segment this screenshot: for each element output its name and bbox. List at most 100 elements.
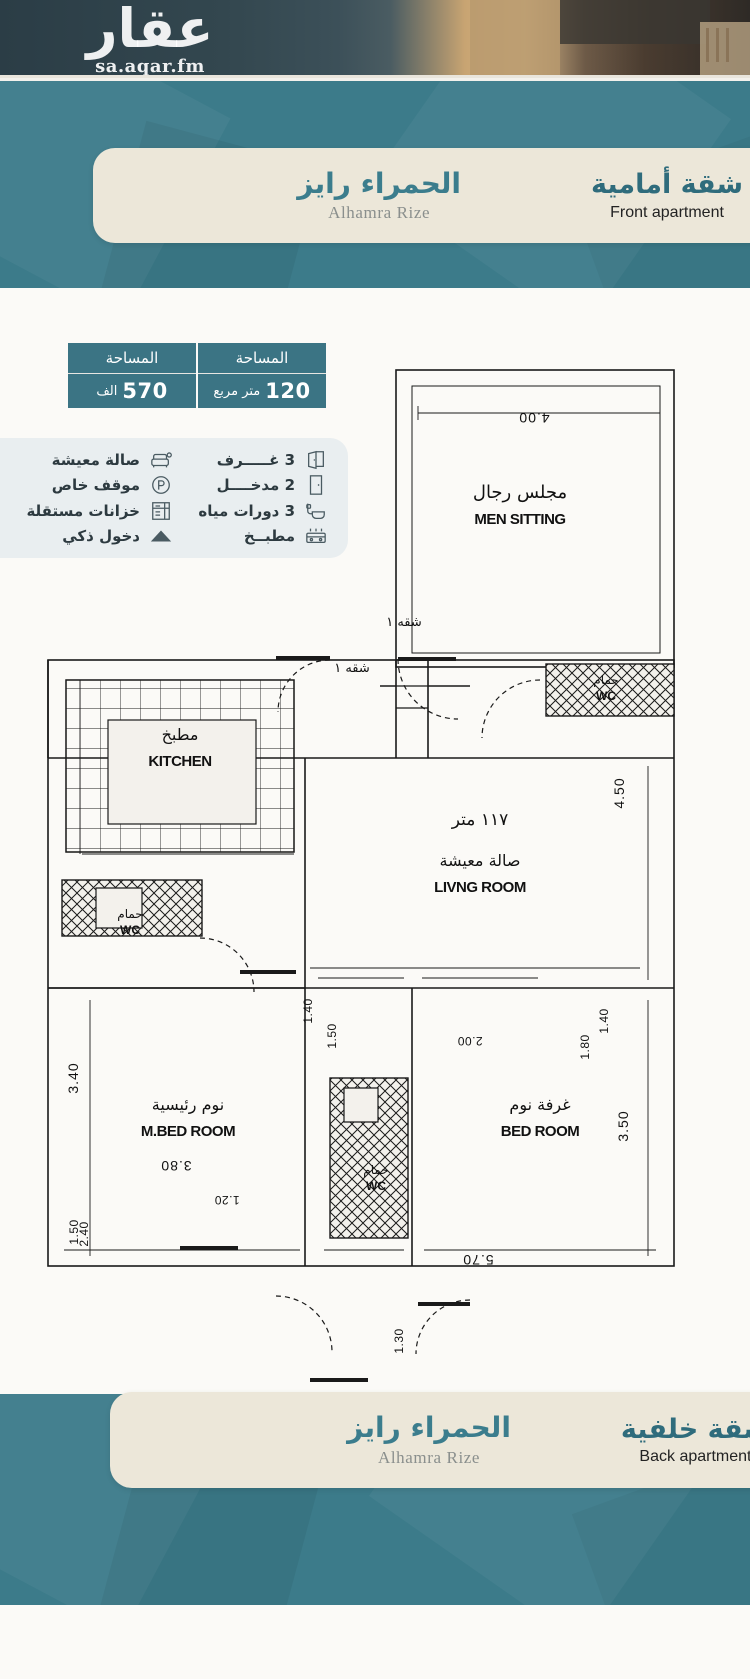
bottom-title-english: Back apartment (639, 1448, 750, 1466)
stat-price-header: المساحة (68, 343, 196, 374)
stat-area-sqm-value: 120 متر مربع (198, 374, 326, 408)
svg-text:2.00: 2.00 (457, 1034, 482, 1048)
svg-text:حمام: حمام (593, 673, 618, 687)
bottom-name-card: شقة خلفية Back apartment الحمراء رايز Al… (110, 1392, 750, 1488)
svg-text:3.50: 3.50 (615, 1110, 631, 1141)
stat-area-sqm-number: 120 (265, 379, 311, 403)
footer-spacer (0, 1605, 750, 1679)
top-name-card: شقة أمامية Front apartment الحمراء رايز … (93, 148, 750, 243)
top-brand-arabic: الحمراء رايز (297, 166, 462, 200)
feature-cabinets: خزانات مستقلة (18, 499, 173, 523)
top-title-english: Front apartment (610, 203, 724, 221)
top-brand: الحمراء رايز Alhamra Rize (297, 166, 462, 223)
svg-text:2.40: 2.40 (77, 1221, 91, 1246)
feature-entrances: 2 مدخــــل (173, 473, 328, 497)
kitchen-icon (304, 524, 328, 548)
strip-divider (0, 75, 750, 78)
top-apartment-title: شقة أمامية Front apartment (591, 169, 743, 221)
photo-blob (726, 28, 729, 62)
feature-entrances-label: 2 مدخــــل (216, 476, 295, 495)
svg-text:4.00: 4.00 (518, 410, 549, 426)
stat-price-unit: الف (96, 383, 118, 399)
bottom-apartment-title: شقة خلفية Back apartment (621, 1414, 750, 1466)
svg-text:1.50: 1.50 (67, 1219, 81, 1244)
room-icon (304, 448, 328, 472)
svg-text:BED ROOM: BED ROOM (501, 1123, 580, 1140)
svg-text:1.50: 1.50 (325, 1023, 339, 1048)
top-brand-english: Alhamra Rize (328, 203, 431, 223)
svg-text:1.80: 1.80 (578, 1034, 592, 1059)
bottom-title-arabic: شقة خلفية (620, 1413, 750, 1445)
features-row: 3 دورات مياه خزانات مستقلة (18, 499, 328, 523)
stat-price: المساحة 570 الف (68, 343, 196, 408)
svg-text:WC: WC (366, 1179, 386, 1193)
svg-text:LIVNG ROOM: LIVNG ROOM (434, 879, 526, 896)
svg-text:WC: WC (596, 689, 616, 703)
svg-text:1.20: 1.20 (214, 1193, 239, 1207)
feature-smart-entry-label: دخول ذكي (62, 526, 140, 545)
svg-text:غرفة نوم: غرفة نوم (509, 1095, 570, 1115)
svg-text:نوم رئيسية: نوم رئيسية (152, 1095, 224, 1115)
svg-text:مطبخ: مطبخ (162, 725, 199, 745)
svg-text:١١٧ متر: ١١٧ متر (451, 810, 508, 830)
stat-price-value: 570 الف (68, 374, 196, 408)
feature-parking: موقف خاص (18, 473, 173, 497)
svg-text:4.50: 4.50 (611, 777, 627, 808)
svg-text:حمام: حمام (363, 1163, 388, 1177)
sofa-icon (149, 448, 173, 472)
features-panel: 3 غـــــرف صالة معيشة (0, 438, 348, 558)
feature-bathrooms-label: 3 دورات مياه (198, 501, 295, 520)
svg-text:1.40: 1.40 (301, 998, 315, 1023)
feature-kitchen-label: مطبــخ (243, 526, 295, 545)
svg-text:1.40: 1.40 (597, 1008, 611, 1033)
aqar-watermark-arabic: عقار (86, 0, 214, 60)
feature-bathrooms: 3 دورات مياه (173, 499, 328, 523)
parking-icon (149, 473, 173, 497)
bottom-brand-arabic: الحمراء رايز (347, 1411, 511, 1445)
door-icon (304, 473, 328, 497)
feature-living: صالة معيشة (18, 448, 173, 472)
svg-text:1.30: 1.30 (392, 1328, 406, 1353)
feature-living-label: صالة معيشة (51, 451, 140, 469)
feature-rooms: 3 غـــــرف (173, 448, 328, 472)
feature-kitchen: مطبــخ (173, 524, 328, 548)
svg-text:KITCHEN: KITCHEN (148, 753, 211, 770)
area-stats: المساحة 120 متر مربع المساحة 570 الف (68, 343, 326, 408)
svg-text:شقه ١: شقه ١ (334, 661, 370, 676)
svg-text:M.BED ROOM: M.BED ROOM (141, 1123, 235, 1140)
svg-text:حمام: حمام (117, 907, 142, 921)
features-row: 3 غـــــرف صالة معيشة (18, 448, 328, 472)
photo-blob (706, 28, 709, 62)
stat-area-sqm-unit: متر مربع (213, 383, 261, 399)
stat-price-number: 570 (122, 379, 168, 403)
floor-plan-drawing: مجلس رجال MEN SITTING مطبخ KITCHEN ١١٧ م… (0, 288, 750, 1394)
stat-area-sqm: المساحة 120 متر مربع (198, 343, 326, 408)
features-row: مطبــخ دخول ذكي (18, 524, 328, 548)
svg-text:صالة معيشة: صالة معيشة (440, 851, 521, 870)
feature-rooms-label: 3 غـــــرف (216, 451, 295, 469)
aqar-watermark-url: sa.aqar.fm (95, 56, 205, 77)
svg-text:3.40: 3.40 (65, 1062, 81, 1093)
photo-blob (470, 0, 560, 78)
features-row: 2 مدخــــل موقف خاص (18, 473, 328, 497)
svg-text:مجلس رجال: مجلس رجال (473, 482, 567, 503)
main-content: المساحة 120 متر مربع المساحة 570 الف (0, 288, 750, 1580)
bottom-brand-english: Alhamra Rize (377, 1447, 481, 1467)
aqar-watermark: عقار sa.aqar.fm (0, 2, 300, 76)
svg-text:5.70: 5.70 (462, 1252, 493, 1268)
bottom-brand: الحمراء رايز Alhamra Rize (347, 1412, 511, 1467)
photo-blob (560, 0, 710, 44)
photo-blob (716, 28, 719, 62)
cabinet-icon (149, 499, 173, 523)
svg-text:MEN SITTING: MEN SITTING (474, 511, 565, 528)
top-title-arabic: شقة أمامية (591, 169, 743, 201)
feature-smart-entry: دخول ذكي (18, 524, 173, 548)
header-photo-strip: عقار sa.aqar.fm (0, 0, 750, 78)
bathroom-icon (304, 499, 328, 523)
svg-text:شقه ١: شقه ١ (386, 615, 422, 630)
stat-area-sqm-header: المساحة (198, 343, 326, 374)
feature-parking-label: موقف خاص (51, 476, 140, 495)
smart-entry-icon (149, 524, 173, 548)
feature-cabinets-label: خزانات مستقلة (26, 501, 140, 520)
